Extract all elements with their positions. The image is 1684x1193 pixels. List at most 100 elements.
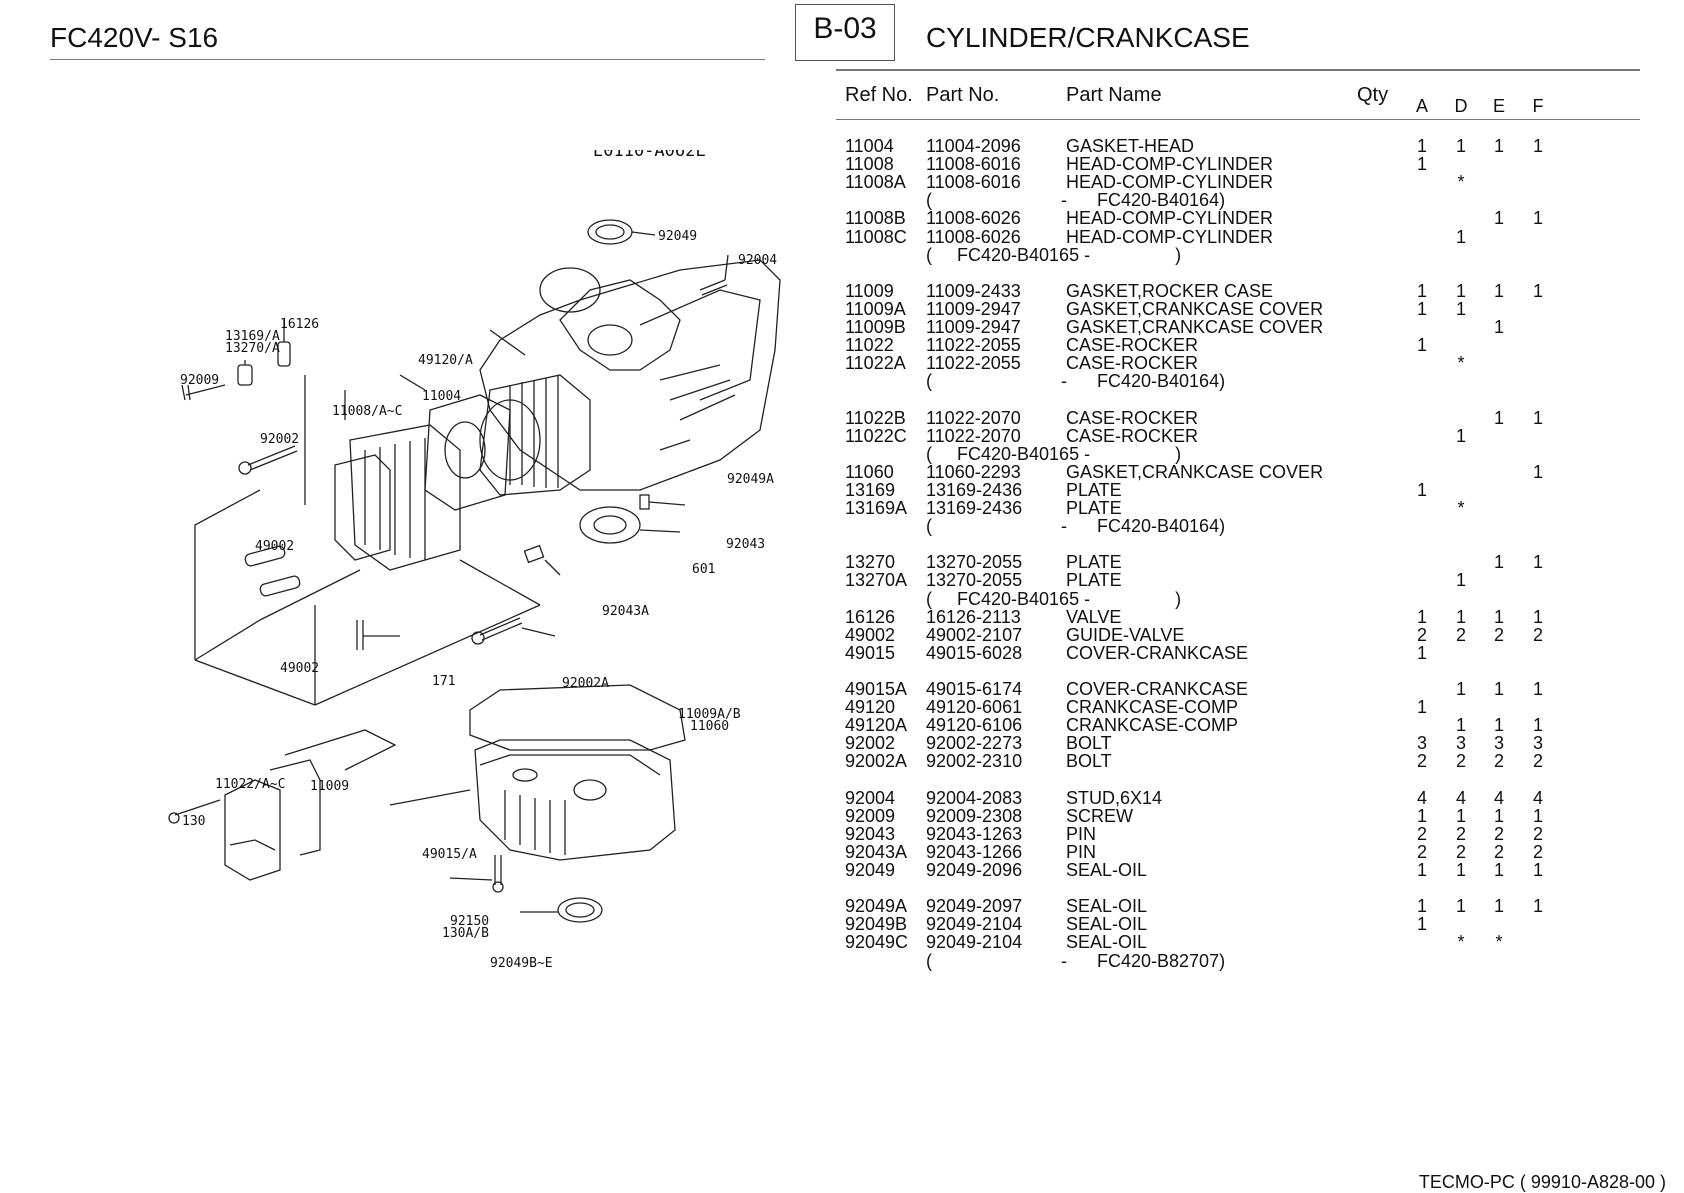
qty-d-cell: 1 <box>1455 298 1466 319</box>
part-no-cell: 49015-6174 <box>926 679 1023 699</box>
qty-a-cell: 2 <box>1416 624 1427 645</box>
page-code-box: B-03 <box>795 4 895 61</box>
part-no-cell: 11008-6026 <box>926 208 1021 229</box>
part-no-cell: 92002-2310 <box>926 751 1023 772</box>
label-601: 601 <box>692 562 715 577</box>
qty-a-cell: 1 <box>1416 606 1427 627</box>
label-49015: 49015/A <box>422 847 477 862</box>
qty-f-cell: 1 <box>1532 461 1543 482</box>
part-no-cell: 92004-2083 <box>926 787 1023 808</box>
part-no-cell: 11004-2096 <box>926 136 1021 156</box>
part-no-cell: 49002-2107 <box>926 624 1023 645</box>
qty-a-cell: 1 <box>1416 896 1427 917</box>
qty-a-cell: 3 <box>1416 733 1427 754</box>
part-no-cell: 49120-6061 <box>926 697 1023 718</box>
qty-d-cell: 4 <box>1455 787 1466 808</box>
part-name-cell: PLATE <box>1066 552 1122 573</box>
qty-d-cell: * <box>1457 172 1465 193</box>
ref-no-cell: 11022 <box>845 335 894 356</box>
qty-a-cell: 2 <box>1416 823 1427 844</box>
part-no-cell: 13270-2055 <box>926 570 1023 591</box>
part-no-cell: 13169-2436 <box>926 498 1023 518</box>
part-name-cell: GASKET,ROCKER CASE <box>1066 280 1274 301</box>
ref-no-cell: 49120 <box>845 697 896 718</box>
ref-no-cell: 13270 <box>845 552 896 573</box>
section-title: CYLINDER/CRANKCASE <box>926 22 1250 53</box>
model-title: FC420V- S16 <box>50 22 219 53</box>
qty-e-cell: 2 <box>1493 624 1504 645</box>
part-name-cell: CASE-ROCKER <box>1066 335 1199 356</box>
part-no-cell: 11022-2055 <box>926 335 1021 356</box>
serial-note-range: - FC420-B40164) <box>1061 190 1226 211</box>
qty-a-cell: 1 <box>1416 335 1427 356</box>
qty-a-cell: 1 <box>1416 805 1427 826</box>
qty-a-cell: 2 <box>1416 841 1427 862</box>
part-name-cell: HEAD-COMP-CYLINDER <box>1066 154 1274 175</box>
label-130: 130 <box>182 814 205 829</box>
qty-d-cell: 1 <box>1455 860 1466 880</box>
part-name-cell: HEAD-COMP-CYLINDER <box>1066 172 1274 193</box>
part-no-cell: 11008-6026 <box>926 226 1021 247</box>
label-49120: 49120/A <box>418 353 473 368</box>
ref-no-cell: 11022B <box>845 407 906 428</box>
label-92150: 92150 <box>450 914 489 929</box>
qty-d-cell: 1 <box>1455 425 1466 446</box>
part-name-cell: SCREW <box>1066 805 1133 826</box>
part-name-cell: CASE-ROCKER <box>1066 407 1199 428</box>
part-name-cell: PIN <box>1066 823 1097 844</box>
part-no-cell: 92002-2273 <box>926 733 1023 754</box>
ref-no-cell: 49015A <box>845 679 908 699</box>
qty-f-cell: 1 <box>1532 860 1543 880</box>
qty-e-cell: 1 <box>1493 606 1504 627</box>
qty-e-cell: 1 <box>1493 552 1504 573</box>
part-no-cell: 11022-2070 <box>926 407 1021 428</box>
qty-e-cell: 1 <box>1493 407 1504 428</box>
ref-no-cell: 13270A <box>845 570 908 591</box>
ref-no-cell: 11009A <box>845 298 906 319</box>
qty-f-cell: 2 <box>1532 624 1543 645</box>
label-92002a: 92002A <box>562 676 609 691</box>
qty-f-cell: 2 <box>1532 841 1543 862</box>
header-part-name: Part Name <box>1066 84 1162 106</box>
qty-e-cell: * <box>1495 932 1503 953</box>
part-no-cell: 92043-1266 <box>926 841 1023 862</box>
ref-no-cell: 11008B <box>845 208 906 229</box>
qty-e-cell: 1 <box>1493 208 1504 229</box>
qty-a-cell: 1 <box>1416 479 1427 500</box>
qty-f-cell: 1 <box>1532 679 1543 699</box>
label-92049be: 92049B~E <box>490 956 553 971</box>
qty-d-cell: 2 <box>1455 841 1466 862</box>
qty-a-cell: 1 <box>1416 154 1427 175</box>
qty-f-cell: 1 <box>1532 896 1543 917</box>
qty-a-cell: 1 <box>1416 642 1427 663</box>
label-92002: 92002 <box>260 432 299 447</box>
drawing-code: E0110-A062L <box>593 150 706 161</box>
qty-d-cell: 1 <box>1455 606 1466 627</box>
ref-no-cell: 16126 <box>845 606 896 627</box>
qty-d-cell: 1 <box>1455 136 1466 156</box>
qty-d-cell: 1 <box>1455 679 1466 699</box>
qty-e-cell: 1 <box>1493 317 1504 337</box>
divider <box>836 119 1640 120</box>
ref-no-cell: 92049B <box>845 914 908 935</box>
qty-f-cell: 1 <box>1532 606 1543 627</box>
qty-d-cell: * <box>1457 353 1465 374</box>
part-no-cell: 92049-2096 <box>926 860 1023 880</box>
serial-note-range: - FC420-B40164) <box>1061 516 1226 537</box>
part-no-cell: 92049-2104 <box>926 914 1023 935</box>
part-name-cell: CASE-ROCKER <box>1066 353 1199 374</box>
label-130ab: 130A/B <box>442 926 489 941</box>
qty-d-cell: 1 <box>1455 715 1466 736</box>
label-92004: 92004 <box>738 253 777 268</box>
part-no-cell: 13169-2436 <box>926 479 1023 500</box>
label-49002-a: 49002 <box>255 539 294 554</box>
label-49002-b: 49002 <box>280 661 319 676</box>
part-name-cell: STUD,6X14 <box>1066 787 1163 808</box>
qty-d-cell: * <box>1457 498 1465 518</box>
ref-no-cell: 92002 <box>845 733 896 754</box>
qty-f-cell: 1 <box>1532 136 1543 156</box>
ref-no-cell: 49015 <box>845 642 896 663</box>
ref-no-cell: 92049A <box>845 896 908 917</box>
part-no-cell: 13270-2055 <box>926 552 1023 573</box>
qty-d-cell: 1 <box>1455 805 1466 826</box>
